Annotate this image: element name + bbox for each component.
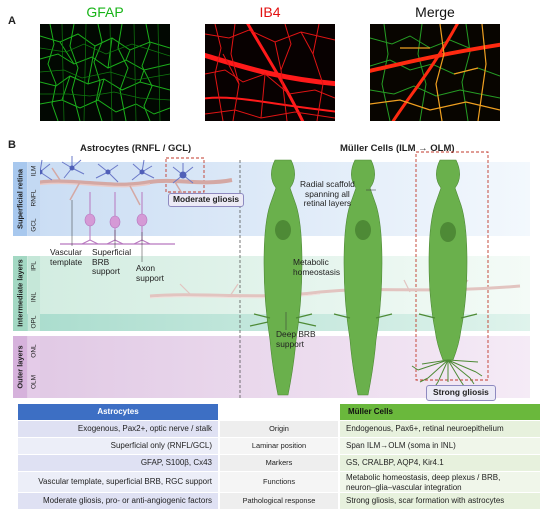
layer-gcl: GCL xyxy=(30,218,38,232)
table-row-functions-right: Metabolic homeostasis, deep plexus / BRB… xyxy=(340,472,540,492)
layer-ipl: IPL xyxy=(30,261,38,271)
group-label-outer: Outer layers xyxy=(15,345,25,389)
label-metabolic-homeostasis: Metabolic homeostasis xyxy=(293,257,341,277)
table-row-origin-label: Origin xyxy=(220,421,338,437)
table-row-functions-left: Vascular template, superficial BRB, RGC … xyxy=(18,472,218,492)
label-superficial-brb: Superficial BRB support xyxy=(92,247,132,277)
layer-ilm: ILM xyxy=(30,165,38,177)
group-outer-bar xyxy=(13,336,27,398)
table-row-laminar-left: Superficial only (RNFL/GCL) xyxy=(18,438,218,454)
label-strong-gliosis: Strong gliosis xyxy=(426,385,496,401)
ib4-title: IB4 xyxy=(259,4,281,20)
table-row-pathology-left: Moderate gliosis, pro- or anti-angiogeni… xyxy=(18,493,218,509)
group-intermediate-bar xyxy=(13,256,27,331)
table-row-origin-right: Endogenous, Pax6+, retinal neuroepitheli… xyxy=(340,421,540,437)
table-row-functions-label: Functions xyxy=(220,472,338,492)
label-radial-scaffold: Radial scaffold spanning all retinal lay… xyxy=(300,179,355,209)
ib4-micrograph xyxy=(205,24,335,121)
table-header-astrocytes: Astrocytes xyxy=(18,404,218,420)
table-row-pathology-label: Pathological response xyxy=(220,493,338,509)
layer-col-outer xyxy=(28,336,40,398)
astrocytes-title: Astrocytes (RNFL / GCL) xyxy=(80,143,192,154)
muller-title: Müller Cells (ILM → OLM) xyxy=(340,143,455,154)
layer-col-intermediate xyxy=(28,256,40,331)
table-row-laminar-right: Span ILM→OLM (soma in INL) xyxy=(340,438,540,454)
table-row-markers-right: GS, CRALBP, AQP4, Kir4.1 xyxy=(340,455,540,471)
layer-opl: OPL xyxy=(30,315,38,329)
layer-olm: OLM xyxy=(30,374,38,390)
table-row-pathology-right: Strong gliosis, scar formation with astr… xyxy=(340,493,540,509)
table-row-origin-left: Exogenous, Pax2+, optic nerve / stalk xyxy=(18,421,218,437)
merge-micrograph xyxy=(370,24,500,121)
label-moderate-gliosis: Moderate gliosis xyxy=(168,193,245,207)
group-superficial-bar xyxy=(13,162,27,236)
gfap-micrograph xyxy=(40,24,170,121)
layer-col-superficial xyxy=(28,162,40,236)
label-axon-support: Axon support xyxy=(136,263,164,283)
layer-inl: INL xyxy=(30,291,38,303)
group-label-superficial: Superficial retina xyxy=(15,169,25,229)
label-vascular-template: Vascular template xyxy=(50,247,83,267)
layer-rnfl: RNFL xyxy=(30,189,38,207)
panel-a-letter: A xyxy=(8,15,16,27)
table-row-markers-label: Markers xyxy=(220,455,338,471)
gfap-title: GFAP xyxy=(86,4,124,20)
layer-onl: ONL xyxy=(30,344,38,358)
table-row-markers-left: GFAP, S100β, Cx43 xyxy=(18,455,218,471)
group-label-intermediate: Intermediate layers xyxy=(15,259,25,327)
panel-b-letter: B xyxy=(8,139,16,151)
merge-title: Merge xyxy=(415,4,455,20)
label-deep-brb: Deep BRB support xyxy=(276,329,316,349)
table-header-muller: Müller Cells xyxy=(340,404,540,420)
table-row-laminar-label: Laminar position xyxy=(220,438,338,454)
